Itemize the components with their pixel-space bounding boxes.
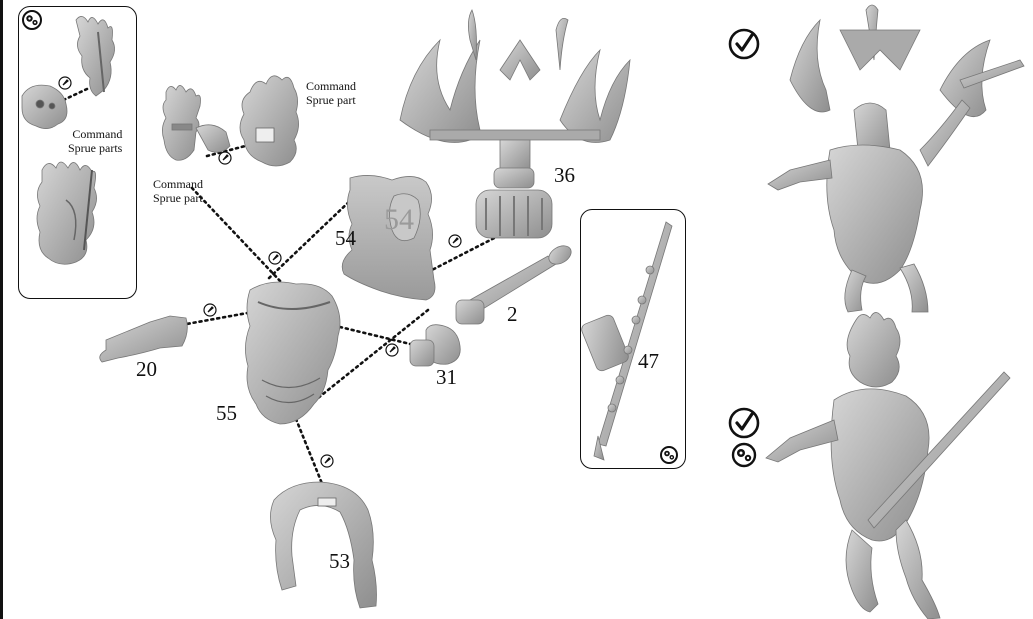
command-headdress-part: [240, 76, 299, 166]
gears-icon: [661, 447, 677, 463]
command-head-part: [162, 85, 230, 160]
arm-left-part: [100, 316, 188, 362]
assembled-miniature-front: [768, 5, 1024, 312]
part-number-54: 54: [335, 228, 356, 249]
gears-icon: [23, 11, 41, 29]
inset-skull-head: [22, 85, 67, 128]
spear-weapon-part: [580, 222, 672, 460]
part-number-20: 20: [136, 359, 157, 380]
line-head-torso: [192, 188, 282, 283]
banner-rack-part: [400, 10, 630, 238]
stone-slab-part: [342, 175, 435, 300]
line-banner-backpack: [428, 234, 502, 272]
part-number-53: 53: [329, 551, 350, 572]
checkmark-circle-icon: [730, 30, 758, 58]
command-sprue-parts-caption: Command Sprue parts: [68, 127, 122, 155]
assembled-miniature-alt: [766, 312, 1010, 619]
glue-drop-icon: [204, 304, 216, 316]
command-sprue-headdress-caption: Command Sprue part: [306, 79, 356, 107]
part-number-47: 47: [638, 351, 659, 372]
torso-part: [245, 282, 340, 424]
command-sprue-head-caption: Command Sprue part: [153, 177, 203, 205]
glue-drop-icon: [269, 252, 281, 264]
legs-part: [270, 482, 376, 608]
gears-icon: [733, 444, 755, 466]
glue-drop-icon: [321, 455, 333, 467]
inset-headdress-bottom: [37, 162, 97, 264]
part-number-2: 2: [507, 304, 518, 325]
checkmark-circle-icon: [730, 409, 758, 437]
glue-drop-icon: [449, 235, 461, 247]
part-number-31: 31: [436, 367, 457, 388]
glue-drop-icon: [59, 77, 71, 89]
glue-drop-icon: [386, 344, 398, 356]
glue-drop-icon: [219, 152, 231, 164]
part-number-36: 36: [554, 165, 575, 186]
inset-headdress-top: [76, 16, 115, 96]
hand-right-part: [410, 325, 460, 366]
part-number-54-emboss: 54: [384, 205, 414, 235]
line-torso-legs: [296, 419, 325, 491]
part-number-55: 55: [216, 403, 237, 424]
